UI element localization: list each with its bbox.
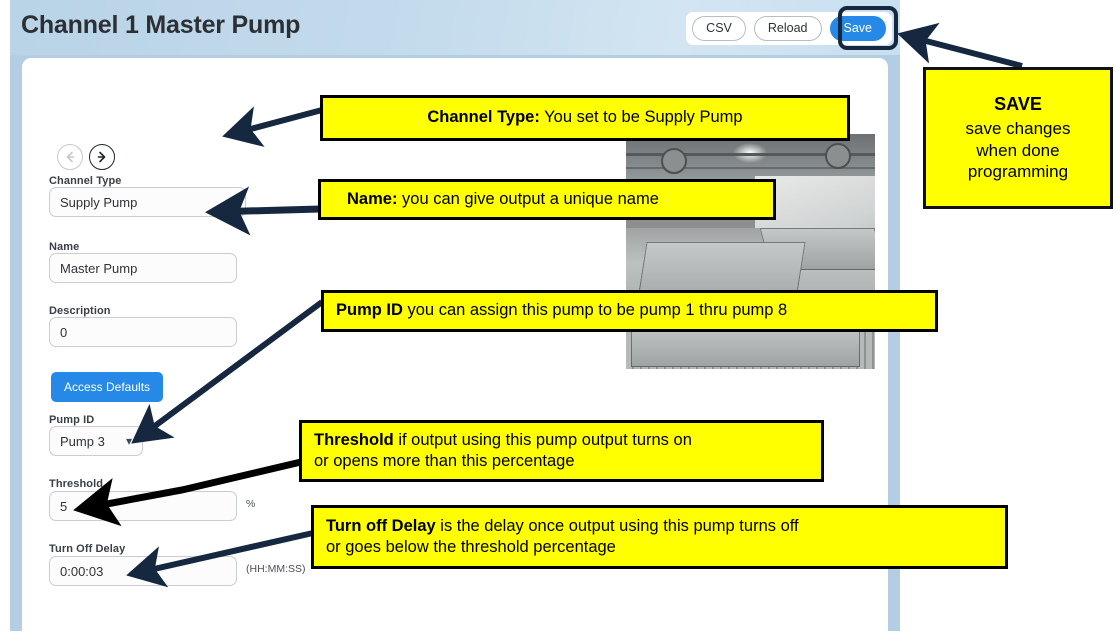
arrow-to-save [897,22,1023,69]
record-navigation [57,144,115,170]
callout-threshold-bold: Threshold [314,430,394,449]
callout-pump-id: Pump ID you can assign this pump to be p… [321,290,938,332]
callout-save-line2: when done [976,140,1060,160]
callout-name-bold: Name: [347,189,398,208]
csv-button[interactable]: CSV [692,16,746,41]
callout-name: Name: you can give output a unique name [318,179,776,220]
callout-turnoff-bold: Turn off Delay [326,516,436,535]
description-label: Description [49,305,111,317]
chevron-down-icon: ▾ [125,434,132,448]
callout-turnoff-line2: or goes below the threshold percentage [326,538,616,556]
header-button-group: CSV Reload Save [686,12,892,45]
callout-save-line1: save changes [965,118,1071,138]
threshold-unit: % [246,498,256,510]
turn-off-delay-unit: (HH:MM:SS) [246,563,306,575]
app-header: Channel 1 Master Pump CSV Reload Save [10,0,900,55]
save-button[interactable]: Save [829,16,886,41]
callout-save-line3: programming [967,162,1069,182]
page-title: Channel 1 Master Pump [21,11,301,39]
turn-off-delay-value: 0:00:03 [60,563,104,579]
channel-type-value: Supply Pump [60,194,138,210]
callout-channel-type-bold: Channel Type: [427,108,540,127]
greenhouse-facility-photo [626,134,875,369]
callout-name-text: you can give output a unique name [397,189,659,208]
pump-id-label: Pump ID [49,414,95,426]
callout-pump-id-text: you can assign this pump to be pump 1 th… [402,301,788,320]
callout-turnoff-line1: is the delay once output using this pump… [435,516,799,535]
name-value: Master Pump [60,260,138,276]
callout-save-title: SAVE [994,93,1042,114]
description-input[interactable]: 0 [49,317,237,347]
name-label: Name [49,241,80,253]
callout-channel-type: Channel Type: You set to be Supply Pump [320,95,850,141]
arrow-right-icon[interactable] [89,144,115,170]
callout-channel-type-text: You set to be Supply Pump [539,108,743,127]
arrow-left-icon[interactable] [57,144,83,170]
description-value: 0 [60,324,68,340]
access-defaults-button[interactable]: Access Defaults [51,372,164,402]
turn-off-delay-label: Turn Off Delay [49,543,126,555]
turn-off-delay-input[interactable]: 0:00:03 [49,556,237,586]
threshold-value: 5 [60,498,68,514]
callout-threshold-line1: if output using this pump output turns o… [393,430,692,449]
pump-id-value: Pump 3 [60,433,105,449]
channel-type-label: Channel Type [49,175,122,187]
threshold-input[interactable]: 5 [49,491,237,521]
reload-button[interactable]: Reload [753,16,822,41]
pump-id-select[interactable]: Pump 3 ▾ [49,426,143,456]
callout-pump-id-bold: Pump ID [336,301,403,320]
callout-threshold: Threshold if output using this pump outp… [299,420,824,482]
callout-turn-off-delay: Turn off Delay is the delay once output … [311,505,1008,569]
chevron-down-icon: ▾ [228,195,235,209]
threshold-label: Threshold [49,478,104,490]
channel-type-select[interactable]: Supply Pump ▾ [49,187,246,217]
callout-threshold-line2: or opens more than this percentage [314,452,575,470]
name-input[interactable]: Master Pump [49,253,237,283]
callout-save: SAVE save changes when done programming [923,67,1113,209]
